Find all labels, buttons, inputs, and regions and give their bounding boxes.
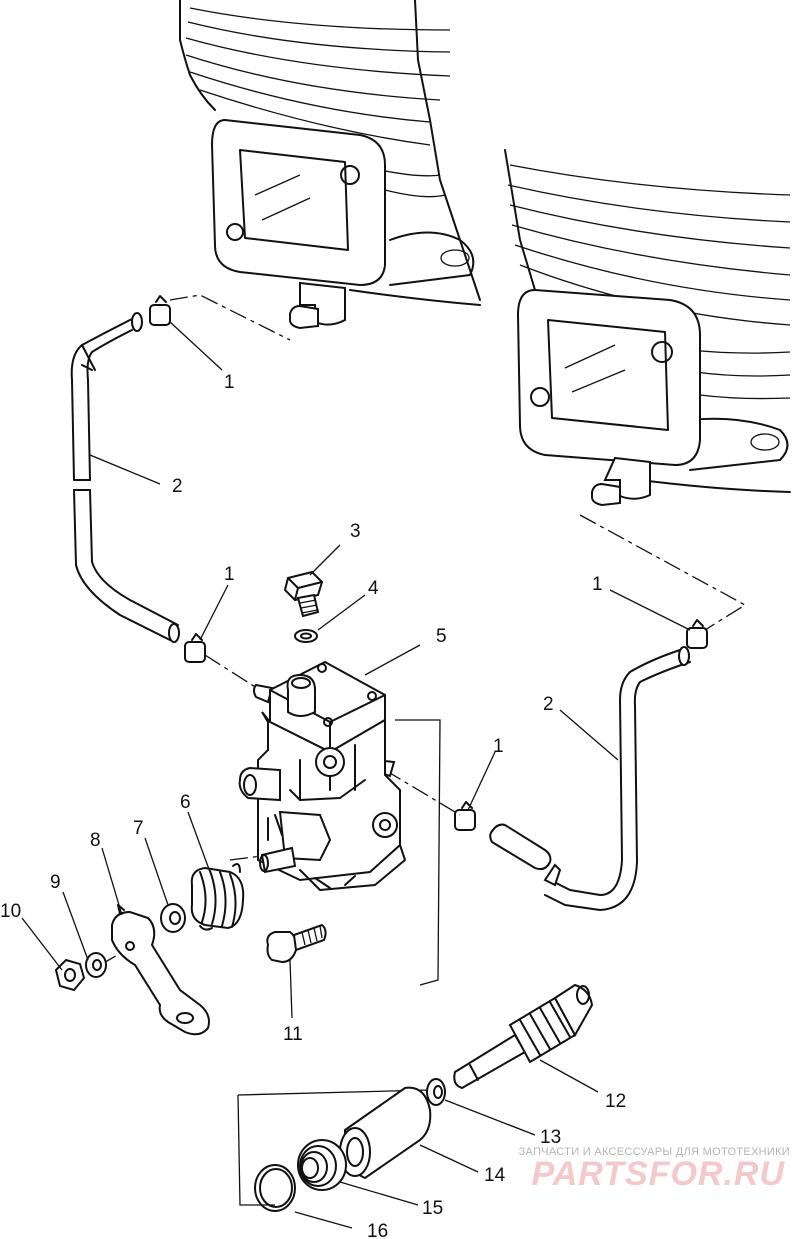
callout-12: 12 (605, 1091, 626, 1112)
oil-line-left (70, 312, 180, 643)
o-ring (254, 1164, 296, 1212)
thrust-washer (426, 1078, 446, 1106)
callout-1-lower-right: 1 (493, 736, 504, 757)
callout-2-left: 2 (172, 476, 183, 497)
lock-washer (85, 952, 107, 978)
callout-8: 8 (90, 830, 101, 851)
pump-nipple-left (253, 683, 274, 704)
control-lever (111, 904, 210, 1036)
cylinder-right (504, 149, 791, 507)
callout-11: 11 (283, 1024, 303, 1045)
flat-washer (160, 903, 186, 933)
callout-4: 4 (368, 578, 379, 599)
callout-3: 3 (350, 521, 361, 542)
oil-line-right (489, 646, 691, 911)
drive-housing (339, 1086, 432, 1180)
hose-clamp-lower-right (454, 801, 476, 831)
callout-1-upper-left: 1 (224, 372, 235, 393)
watermark-logo: PARTSFOR.RU (532, 1155, 786, 1193)
hose-clamp-mid-left (184, 633, 206, 663)
oil-pump (238, 660, 406, 891)
watermark: ЗАПЧАСТИ И АКСЕССУАРЫ ДЛЯ МОТОТЕХНИКИ PA… (519, 1146, 790, 1193)
cylinder-left (179, 0, 481, 330)
callout-13: 13 (540, 1127, 561, 1148)
mounting-bolt (266, 923, 327, 964)
callout-1-right: 1 (592, 574, 603, 595)
leader-lines (21, 321, 691, 1229)
hose-clamp-upper-left (149, 295, 171, 326)
callout-9: 9 (50, 872, 61, 893)
callout-7: 7 (133, 818, 144, 839)
callout-16: 16 (367, 1221, 388, 1239)
watermark-caption: ЗАПЧАСТИ И АКСЕССУАРЫ ДЛЯ МОТОТЕХНИКИ (519, 1146, 790, 1158)
callout-14: 14 (484, 1165, 506, 1186)
callout-1-mid-left: 1 (224, 564, 235, 585)
callout-2-right: 2 (543, 694, 554, 715)
hex-nut (54, 958, 86, 992)
callout-10: 10 (0, 901, 21, 922)
return-spring (190, 863, 245, 931)
sealing-washer (294, 629, 318, 643)
drive-gear-shaft (453, 983, 594, 1090)
callout-5: 5 (436, 626, 447, 647)
compression-spring (297, 1139, 347, 1191)
callout-6: 6 (180, 792, 191, 813)
hose-clamp-upper-right (686, 619, 708, 649)
banjo-bolt (283, 570, 324, 618)
callout-15: 15 (422, 1198, 443, 1219)
callout-labels: 1 2 3 1 4 1 5 2 1 6 7 8 9 10 11 12 13 14… (0, 372, 626, 1239)
